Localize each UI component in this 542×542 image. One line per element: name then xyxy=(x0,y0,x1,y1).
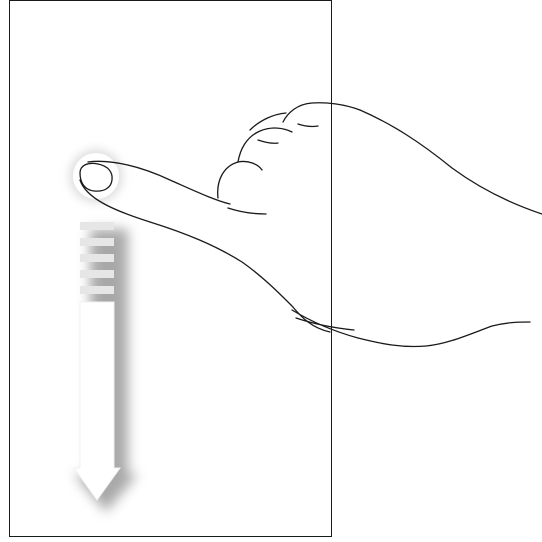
touch-point-indicator xyxy=(70,150,122,202)
down-arrow-icon xyxy=(74,302,120,500)
device-screen-outline xyxy=(10,1,332,537)
